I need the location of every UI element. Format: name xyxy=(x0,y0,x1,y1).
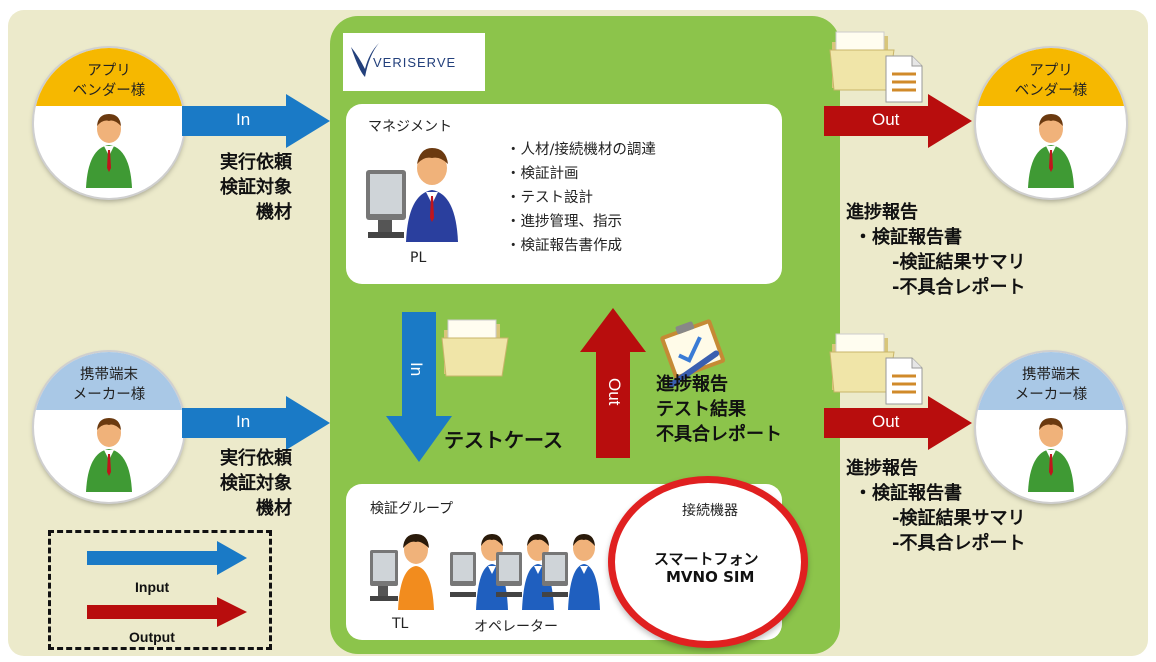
app-vendor-circle: アプリ ベンダー様 xyxy=(34,48,184,198)
devices-title: 接続機器 xyxy=(682,503,738,519)
verification-title: 検証グループ xyxy=(370,501,454,517)
vendor-in-label: In xyxy=(236,110,251,129)
management-task-list: ・人材/接続機材の調達 ・検証計画 ・テスト設計 ・進捗管理、指示 ・検証報告書… xyxy=(506,138,656,258)
logo-mark-icon xyxy=(351,43,379,77)
management-title: マネジメント xyxy=(368,119,452,135)
app-vendor-label-2: ベンダー様 xyxy=(1014,83,1088,99)
internal-out-arrow xyxy=(580,308,646,458)
input-line: 機材 xyxy=(256,202,292,223)
task-item: ・進捗管理、指示 xyxy=(506,214,622,230)
legend-input-label: Input xyxy=(135,579,170,595)
veriserve-logo: VERISERVE xyxy=(343,33,485,91)
internal-in-label: In xyxy=(407,362,426,377)
device-smartphone: スマートフォン xyxy=(654,550,759,568)
input-line: 機材 xyxy=(256,498,292,519)
internal-report-text: 進捗報告 テスト結果 不具合レポート xyxy=(656,372,782,447)
logo-text: VERISERVE xyxy=(373,55,457,70)
task-item: ・検証計画 xyxy=(506,166,579,182)
internal-report-line: テスト結果 xyxy=(656,399,746,420)
report-item: -検証結果サマリ xyxy=(892,252,1026,273)
report-item: -不具合レポート xyxy=(892,277,1026,298)
legend: Input Output xyxy=(48,530,272,650)
test-case-label: テストケース xyxy=(444,428,563,452)
task-item: ・人材/接続機材の調達 xyxy=(506,142,656,158)
input-line: 検証対象 xyxy=(220,473,292,494)
folder-document-icon xyxy=(829,333,923,405)
maker-in-label: In xyxy=(236,412,251,431)
app-vendor-label-1: アプリ xyxy=(87,63,131,79)
report-item: ・検証報告書 xyxy=(854,227,962,248)
vendor-report-text: 進捗報告 ・検証報告書 -検証結果サマリ -不具合レポート xyxy=(846,200,1025,300)
operator-label: オペレーター xyxy=(474,619,558,635)
task-item: ・検証報告書作成 xyxy=(506,238,622,254)
person-icon xyxy=(1028,114,1074,188)
internal-out-label: Out xyxy=(605,378,624,406)
input-line: 実行依頼 xyxy=(220,152,292,173)
pc-operator-icon xyxy=(366,148,458,242)
legend-output-arrow xyxy=(87,597,247,627)
handset-maker-label-2: メーカー様 xyxy=(72,387,146,403)
maker-input-text: 実行依頼 検証対象 機材 xyxy=(196,446,292,521)
team-lead-icon xyxy=(370,534,434,610)
vendor-in-arrow xyxy=(182,94,330,148)
report-item: -不具合レポート xyxy=(892,533,1026,554)
folder-document-icon xyxy=(829,31,923,103)
input-line: 検証対象 xyxy=(220,177,292,198)
maker-in-arrow xyxy=(182,396,330,450)
internal-report-line: 不具合レポート xyxy=(656,424,782,445)
app-vendor-label-2: ベンダー様 xyxy=(72,83,146,99)
handset-maker-circle: 携帯端末 メーカー様 xyxy=(34,352,184,502)
input-line: 実行依頼 xyxy=(220,448,292,469)
maker-out-label: Out xyxy=(872,412,900,431)
task-item: ・テスト設計 xyxy=(506,190,593,206)
maker-out-arrow xyxy=(824,396,972,450)
report-item: ・検証報告書 xyxy=(854,483,962,504)
tl-label: TL xyxy=(392,616,409,632)
device-mvno-sim: MVNO SIM xyxy=(666,568,755,586)
report-title: 進捗報告 xyxy=(846,458,918,479)
clipboard-icon xyxy=(660,319,726,388)
operator-group-icon xyxy=(450,534,600,610)
connected-devices-ellipse xyxy=(608,476,808,648)
internal-report-line: 進捗報告 xyxy=(656,374,728,395)
app-vendor-circle-right: アプリ ベンダー様 xyxy=(976,48,1126,198)
person-icon xyxy=(1028,418,1074,492)
report-title: 進捗報告 xyxy=(846,202,918,223)
handset-maker-label-1: 携帯端末 xyxy=(80,367,138,383)
vendor-input-text: 実行依頼 検証対象 機材 xyxy=(196,150,292,225)
handset-maker-circle-right: 携帯端末 メーカー様 xyxy=(976,352,1126,502)
app-vendor-label-1: アプリ xyxy=(1029,63,1073,79)
management-panel xyxy=(346,104,782,284)
vendor-out-arrow xyxy=(824,94,972,148)
handset-maker-label-2: メーカー様 xyxy=(1014,387,1088,403)
internal-in-arrow xyxy=(386,312,452,462)
person-icon xyxy=(86,418,132,492)
handset-maker-label-1: 携帯端末 xyxy=(1022,367,1080,383)
folder-icon xyxy=(441,319,509,377)
person-icon xyxy=(86,114,132,188)
maker-report-text: 進捗報告 ・検証報告書 -検証結果サマリ -不具合レポート xyxy=(846,456,1025,556)
legend-input-arrow xyxy=(87,541,247,575)
legend-output-label: Output xyxy=(129,629,175,645)
report-item: -検証結果サマリ xyxy=(892,508,1026,529)
vendor-out-label: Out xyxy=(872,110,900,129)
pl-label: PL xyxy=(410,250,427,266)
